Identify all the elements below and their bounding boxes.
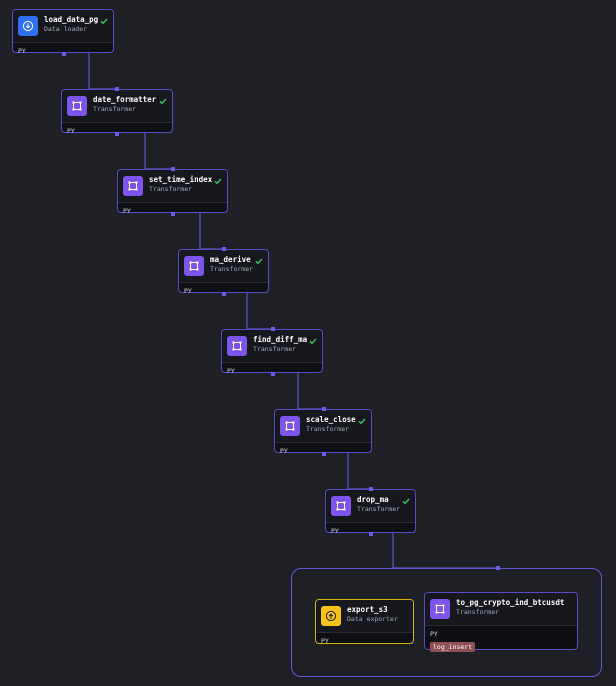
block-language: PY [430,630,438,638]
block-date-formatter[interactable]: date_formatter Transformer PY [61,87,173,136]
block-title: to_pg_crypto_ind_btcusdt [456,598,565,607]
upload-icon [321,606,341,626]
output-port[interactable] [222,292,226,296]
output-port[interactable] [62,52,66,56]
check-icon [358,418,366,425]
block-header: find_diff_ma Transformer [222,330,322,363]
block-type: Transformer [210,265,254,273]
input-port[interactable] [271,327,275,331]
block-language: PY [280,447,288,455]
block-type: Transformer [253,345,297,353]
block-type: Transformer [306,425,350,433]
frame-icon [331,496,351,516]
block-export-s3[interactable]: export_s3 Data exporter PY [315,599,414,645]
block-language: PY [321,637,329,645]
check-icon [100,18,108,25]
block-title: export_s3 [347,605,388,614]
block-type: Transformer [357,505,401,513]
input-port[interactable] [222,247,226,251]
block-language: PY [123,207,131,215]
edge-load_data_pg [88,53,116,90]
block-language: PY [18,47,26,55]
frame-icon [227,336,247,356]
output-port[interactable] [171,212,175,216]
block-language: PY [67,127,75,135]
frame-icon [184,256,204,276]
block-header: export_s3 Data exporter [316,600,413,633]
output-port[interactable] [115,132,119,136]
block-title: ma_derive [210,255,251,264]
frame-icon [430,599,450,619]
download-icon [18,16,38,36]
block-header: date_formatter Transformer [62,90,172,123]
block-title: scale_close [306,415,356,424]
block-header: drop_ma Transformer [326,490,415,523]
block-type: Transformer [456,608,500,616]
frame-icon [123,176,143,196]
block-to-pg-crypto-ind-btcusdt[interactable]: to_pg_crypto_ind_btcusdt Transformer PY … [424,592,578,652]
input-port[interactable] [171,167,175,171]
frame-icon [280,416,300,436]
block-drop-ma[interactable]: drop_ma Transformer PY [325,487,416,536]
block-type: Transformer [149,185,193,193]
output-port[interactable] [271,372,275,376]
group-input-port[interactable] [496,566,500,570]
frame-icon [67,96,87,116]
block-title: load_data_pg [44,15,99,24]
block-header: load_data_pg Data loader [13,10,113,43]
export-group[interactable] [291,566,602,677]
input-port[interactable] [115,87,119,91]
block-set-time-index[interactable]: set_time_index Transformer PY [117,167,228,216]
block-title: date_formatter [93,95,157,104]
check-icon [214,178,222,185]
edge-date_formatter [144,133,172,170]
edge-set_time_index [199,213,223,250]
block-title: set_time_index [149,175,213,184]
block-tag[interactable]: log_insert [430,642,476,652]
output-port[interactable] [322,452,326,456]
block-ma-derive[interactable]: ma_derive Transformer PY [178,247,269,296]
block-header: set_time_index Transformer [118,170,227,203]
block-language: PY [227,367,235,375]
block-title: find_diff_ma [253,335,308,344]
edge-ma_derive [246,293,272,330]
check-icon [255,258,263,265]
block-language: PY [184,287,192,295]
block-header: ma_derive Transformer [179,250,268,283]
block-type: Transformer [93,105,137,113]
block-header: to_pg_crypto_ind_btcusdt Transformer [425,593,577,626]
block-language: PY [331,527,339,535]
block-find-diff-ma[interactable]: find_diff_ma Transformer PY [221,327,323,376]
check-icon [309,338,317,345]
block-header: scale_close Transformer [275,410,371,443]
output-port[interactable] [369,532,373,536]
block-title: drop_ma [357,495,389,504]
block-scale-close[interactable]: scale_close Transformer PY [274,407,372,456]
check-icon [402,498,410,505]
block-type: Data loader [44,25,88,33]
edge-find_diff_ma [297,373,323,410]
input-port[interactable] [369,487,373,491]
block-type: Data exporter [347,615,398,623]
edge-drop_ma [392,533,497,569]
block-load-data-pg[interactable]: load_data_pg Data loader PY [12,9,114,56]
edge-scale_close [347,453,370,490]
check-icon [159,98,167,105]
input-port[interactable] [322,407,326,411]
